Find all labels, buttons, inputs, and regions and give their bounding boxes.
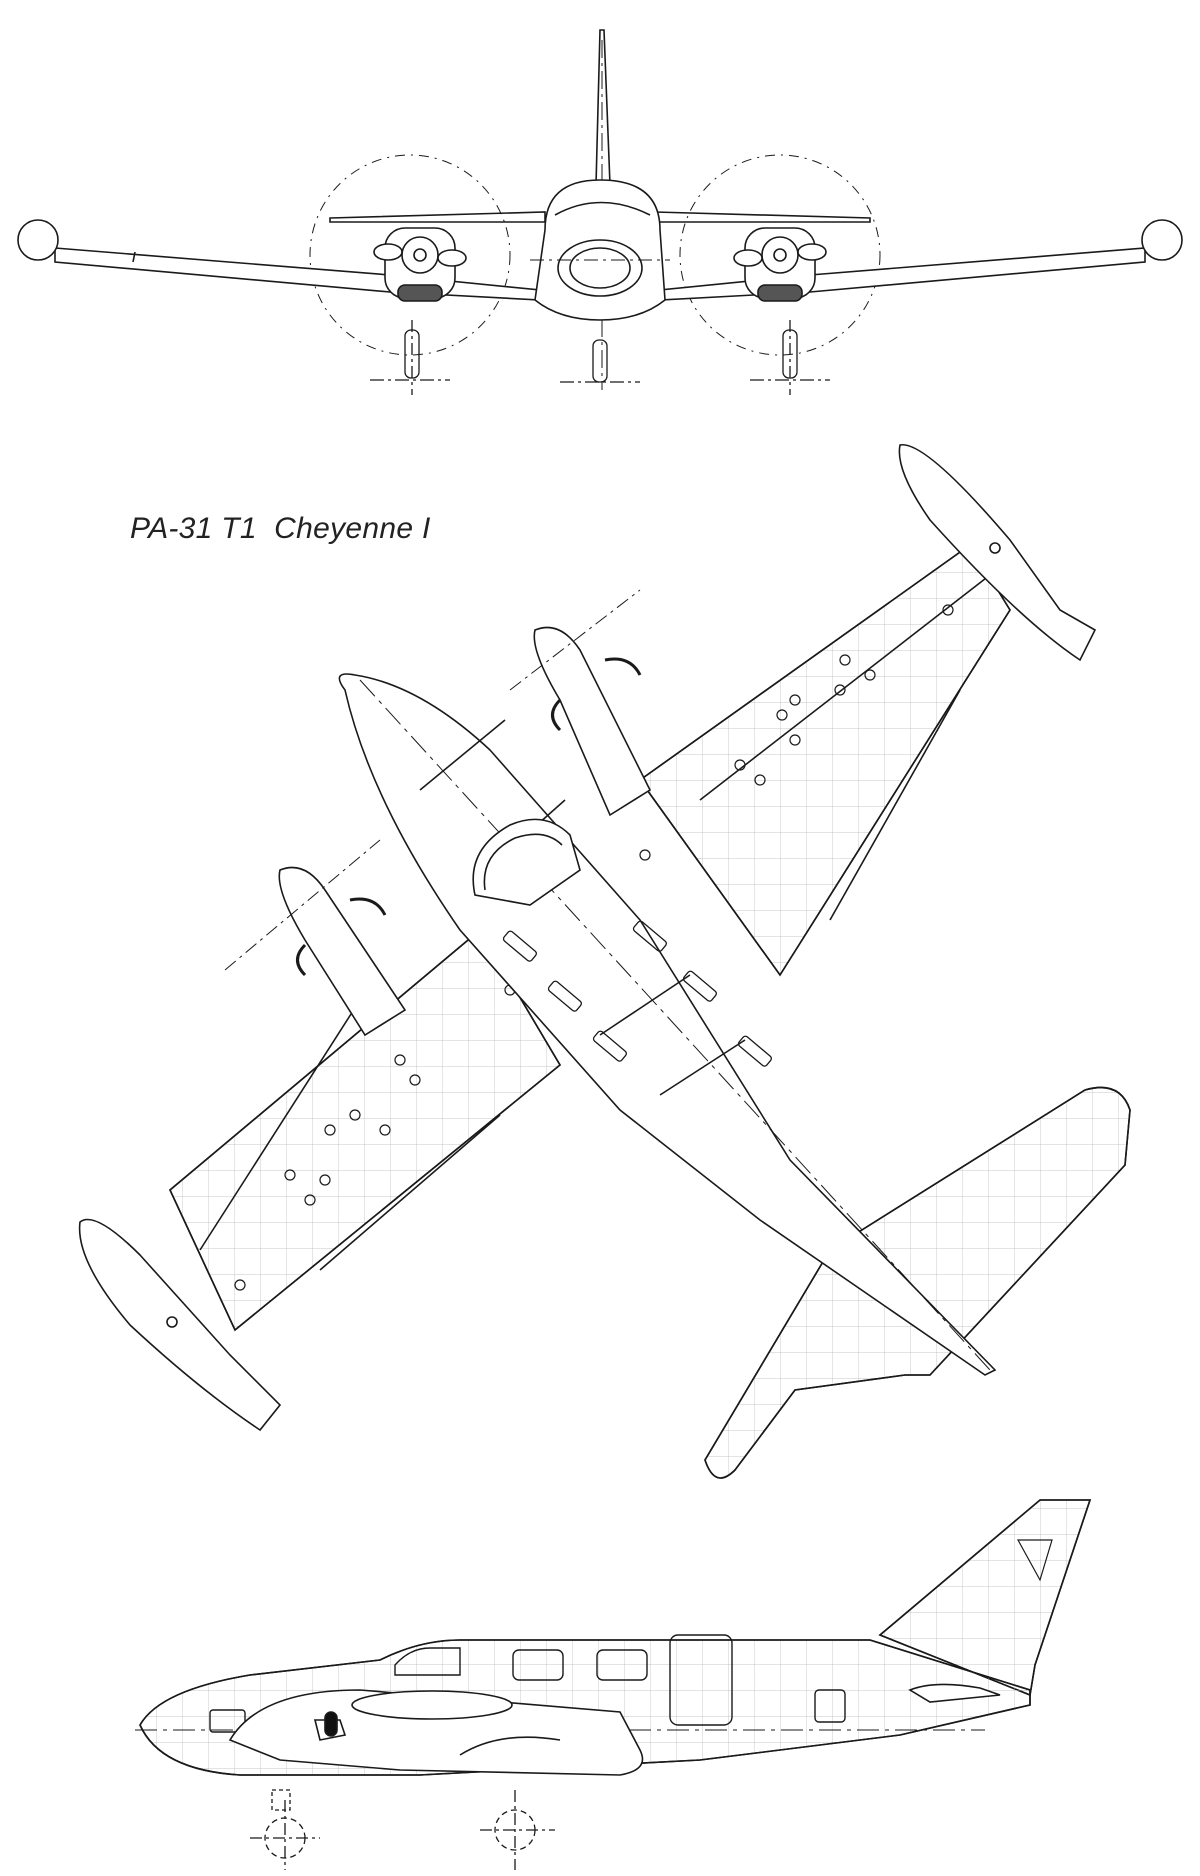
top-right-wing: [640, 545, 1010, 975]
top-windows: [502, 920, 772, 1067]
right-prop-disc: [680, 155, 880, 355]
left-nacelle: [374, 228, 466, 301]
top-view: [80, 445, 1130, 1478]
front-view: [18, 30, 1182, 395]
right-nacelle: [734, 228, 826, 301]
left-tip-tank: [18, 220, 58, 260]
front-fuselage: [535, 180, 665, 320]
front-right-wing: [660, 248, 1145, 300]
top-right-nacelle: [510, 590, 650, 815]
side-nacelle: [230, 1690, 643, 1775]
left-prop-disc: [310, 155, 510, 355]
front-fin: [596, 30, 610, 185]
front-left-wing: [55, 248, 540, 300]
top-left-nacelle: [225, 840, 405, 1035]
side-view: [135, 1500, 1090, 1870]
side-landing-gear: [250, 1790, 555, 1870]
front-landing-gear: [370, 320, 830, 395]
aircraft-caption: PA-31 T1 Cheyenne I: [130, 512, 431, 545]
top-left-tip-tank: [80, 1219, 280, 1430]
right-tip-tank: [1142, 220, 1182, 260]
side-windows: [210, 1635, 845, 1732]
top-canopy: [473, 819, 580, 905]
